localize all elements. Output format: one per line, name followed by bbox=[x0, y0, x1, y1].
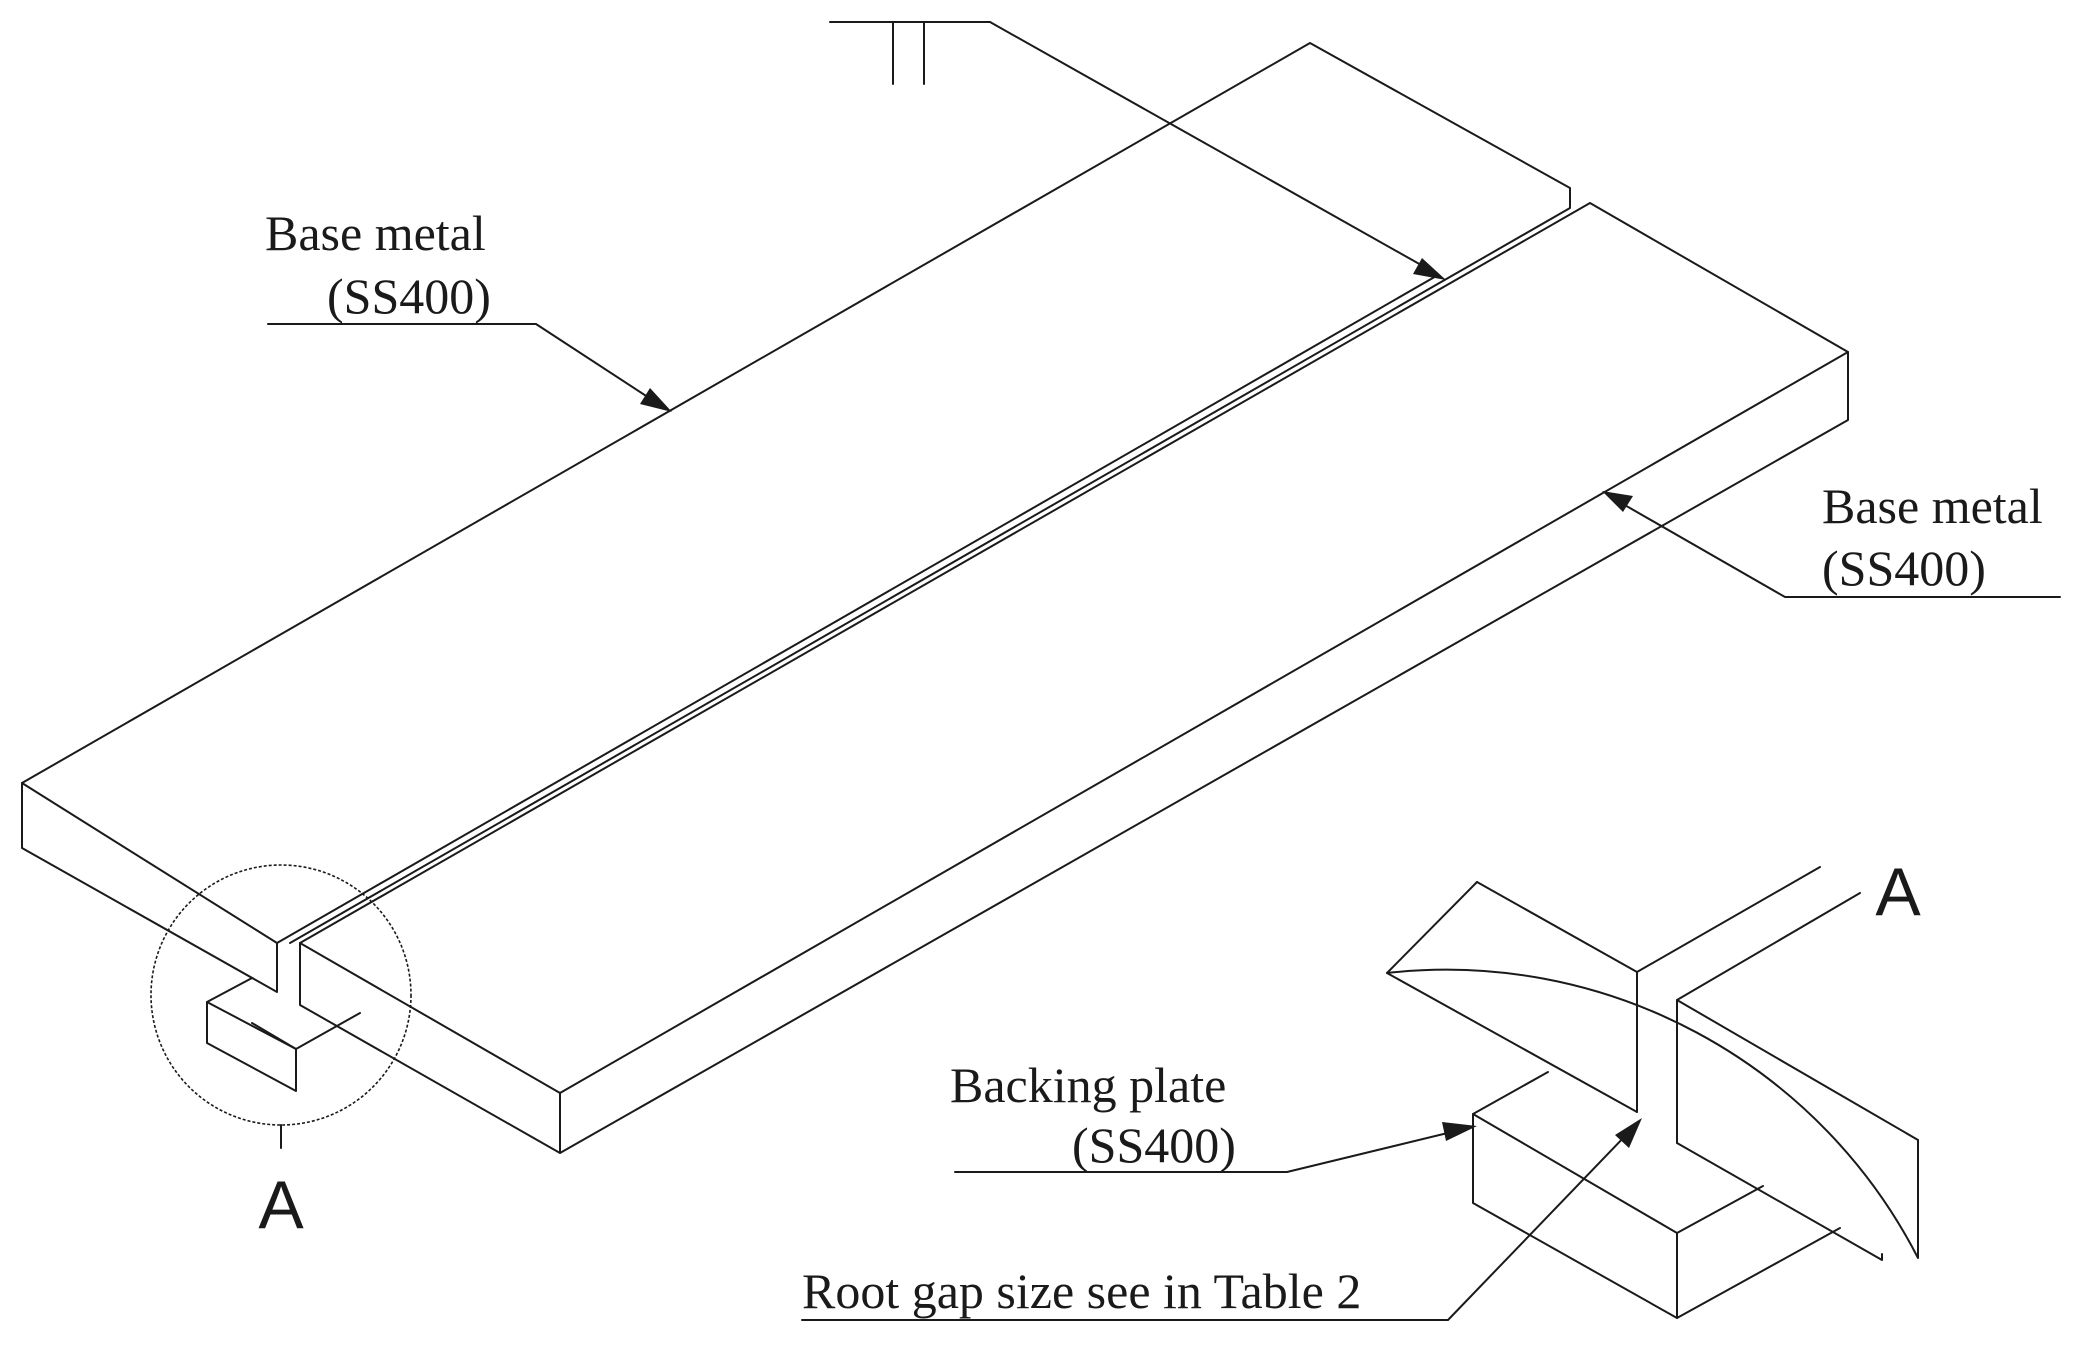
detail-left-plate-bevel-top bbox=[1636, 866, 1821, 973]
detail-backing-plate-outline bbox=[1472, 1071, 1678, 1319]
base-metal-left-line1: Base metal bbox=[265, 205, 486, 261]
detail-boundary-arc bbox=[1386, 968, 1919, 1259]
root-gap-leader bbox=[801, 1132, 1629, 1321]
label-root-gap: Root gap size see in Table 2 bbox=[801, 1118, 1642, 1321]
base-metal-right-line2: (SS400) bbox=[1822, 540, 1986, 596]
detail-left-plate-bottom bbox=[1386, 972, 1638, 1113]
backing-plate-line1: Backing plate bbox=[950, 1057, 1226, 1113]
backing-plate-outline bbox=[206, 977, 297, 1092]
backing-plate-leader bbox=[954, 1129, 1461, 1173]
label-base-metal-right: Base metal (SS400) bbox=[1602, 478, 2061, 598]
detail-right-plate-front bbox=[1676, 999, 1919, 1141]
detail-view-a: A bbox=[1386, 854, 1921, 1319]
label-base-metal-left: Base metal (SS400) bbox=[265, 205, 672, 412]
base-metal-right-arrowhead bbox=[1602, 491, 1633, 512]
detail-backing-plate-side-top bbox=[1676, 1185, 1764, 1234]
root-gap-text: Root gap size see in Table 2 bbox=[802, 1263, 1361, 1319]
detail-circle-a bbox=[150, 864, 412, 1126]
weld-symbol bbox=[829, 21, 1446, 280]
weld-symbol-arrowhead bbox=[1413, 258, 1446, 280]
detail-left-plate bbox=[1386, 866, 1821, 1113]
left-plate-bevel-edge bbox=[276, 274, 1439, 944]
detail-marker-label: A bbox=[258, 1167, 304, 1243]
right-base-plate bbox=[299, 202, 1849, 1154]
backing-plate-line2: (SS400) bbox=[1072, 1117, 1236, 1173]
detail-right-plate-bottom bbox=[1676, 1142, 1883, 1261]
base-metal-left-arrowhead bbox=[640, 388, 672, 412]
left-plate-side-faces bbox=[21, 782, 278, 993]
detail-right-plate-top bbox=[1676, 892, 1861, 1001]
detail-backing-plate bbox=[1472, 1071, 1841, 1319]
label-backing-plate: Backing plate (SS400) bbox=[950, 1057, 1477, 1173]
right-plate-long-top-edge bbox=[559, 351, 1849, 1094]
weld-symbol-leader bbox=[989, 21, 1431, 271]
backing-plate-arrowhead bbox=[1442, 1122, 1477, 1141]
right-plate-outline bbox=[299, 202, 1849, 1154]
detail-left-plate-front-top bbox=[1476, 881, 1638, 973]
backing-plate-top-edge bbox=[206, 1001, 297, 1050]
detail-backing-plate-top-edge bbox=[1472, 1113, 1678, 1234]
backing-plate-main bbox=[206, 977, 361, 1092]
detail-right-plate bbox=[1676, 892, 1919, 1261]
base-metal-left-line2: (SS400) bbox=[327, 268, 491, 324]
left-plate-front-edge bbox=[21, 782, 278, 944]
base-metal-left-leader bbox=[267, 323, 661, 406]
base-metal-right-line1: Base metal bbox=[1822, 478, 2043, 534]
right-plate-front-top-edge bbox=[299, 942, 561, 1094]
detail-backing-plate-side-bottom bbox=[1676, 1227, 1841, 1319]
detail-left-plate-cut-edge bbox=[1386, 881, 1478, 974]
base-metal-right-leader bbox=[1615, 499, 2061, 598]
root-gap-arrowhead bbox=[1615, 1118, 1642, 1148]
left-plate-top-outline bbox=[21, 42, 1571, 944]
main-assembly: A bbox=[21, 42, 1849, 1243]
left-base-plate bbox=[21, 42, 1571, 993]
backing-plate-side-edge bbox=[295, 1012, 361, 1050]
detail-view-title: A bbox=[1875, 854, 1921, 930]
